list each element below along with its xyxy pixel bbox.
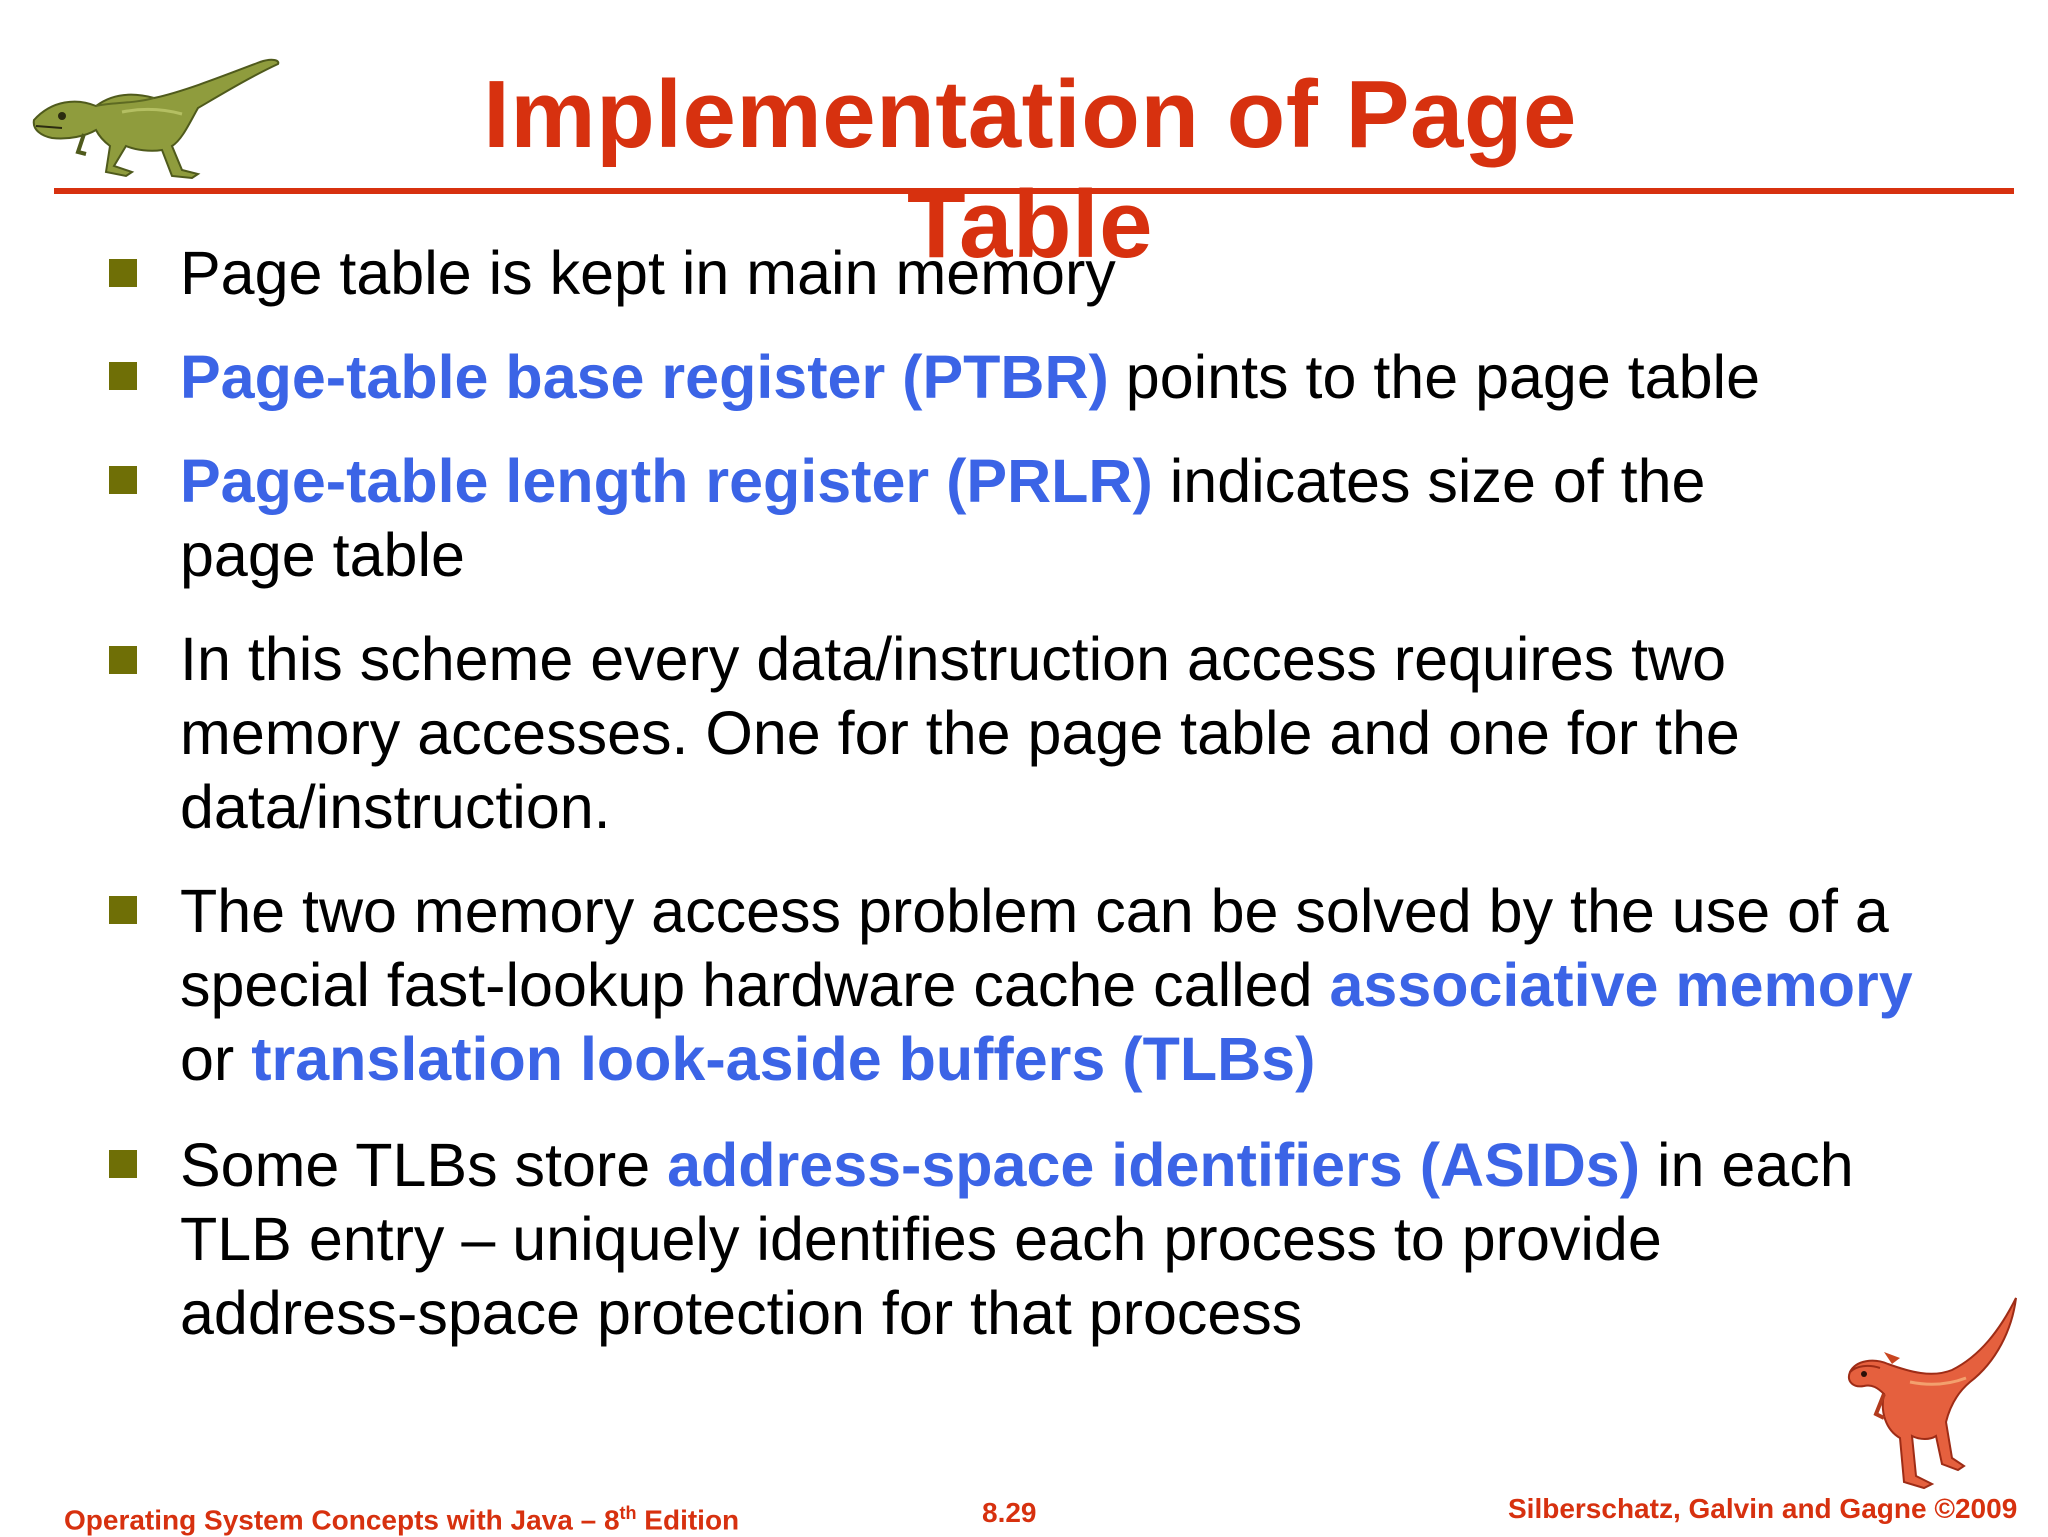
term-associative-memory: associative memory xyxy=(1329,951,1913,1019)
footer-book-title-suffix: Edition xyxy=(636,1504,740,1536)
bullet-4: In this scheme every data/instruction ac… xyxy=(180,622,1840,844)
footer-book-title-text: Operating System Concepts with Java – 8 xyxy=(64,1504,620,1536)
bullet-1: Page table is kept in main memory xyxy=(180,236,1940,310)
bullet-marker xyxy=(109,1150,137,1178)
bullet-marker xyxy=(109,259,137,287)
bullet-5: The two memory access problem can be sol… xyxy=(180,874,1920,1096)
bullet-1-text: Page table is kept in main memory xyxy=(180,239,1116,307)
footer-page-number: 8.29 xyxy=(982,1497,1037,1528)
term-prlr: Page-table length register (PRLR) xyxy=(180,447,1153,515)
term-tlbs: translation look-aside buffers (TLBs) xyxy=(251,1025,1316,1093)
bullet-marker xyxy=(109,362,137,390)
bullet-6-text: in each TLB entry – uniquely identifies … xyxy=(180,1131,1854,1347)
bullet-5-or: or xyxy=(180,1025,252,1093)
bullet-3-text: indicates size of the page table xyxy=(180,447,1706,589)
title-divider xyxy=(54,188,2014,194)
term-ptbr: Page-table base register (PTBR) xyxy=(180,343,1109,411)
footer-book-title-sup: th xyxy=(619,1503,637,1523)
footer-authors: Silberschatz, Galvin and Gagne ©2009 xyxy=(1508,1493,2018,1524)
bullet-marker xyxy=(109,896,137,924)
dinosaur-green-icon xyxy=(32,58,280,180)
bullet-marker xyxy=(109,646,137,674)
term-asids: address-space identifiers (ASIDs) xyxy=(667,1131,1641,1199)
bullet-2: Page-table base register (PTBR) points t… xyxy=(180,340,1940,414)
bullet-4-text: In this scheme every data/instruction ac… xyxy=(180,625,1740,841)
bullet-6-pre: Some TLBs store xyxy=(180,1131,668,1199)
bullet-marker xyxy=(109,466,137,494)
bullet-5-text: The two memory access problem can be sol… xyxy=(180,877,1889,1019)
dinosaur-red-icon xyxy=(1848,1297,2017,1490)
bullet-6: Some TLBs store address-space identifier… xyxy=(180,1128,1900,1350)
bullet-2-text: points to the page table xyxy=(1108,343,1760,411)
footer-book-title: Operating System Concepts with Java – 8t… xyxy=(64,1496,739,1537)
bullet-3: Page-table length register (PRLR) indica… xyxy=(180,444,1820,592)
